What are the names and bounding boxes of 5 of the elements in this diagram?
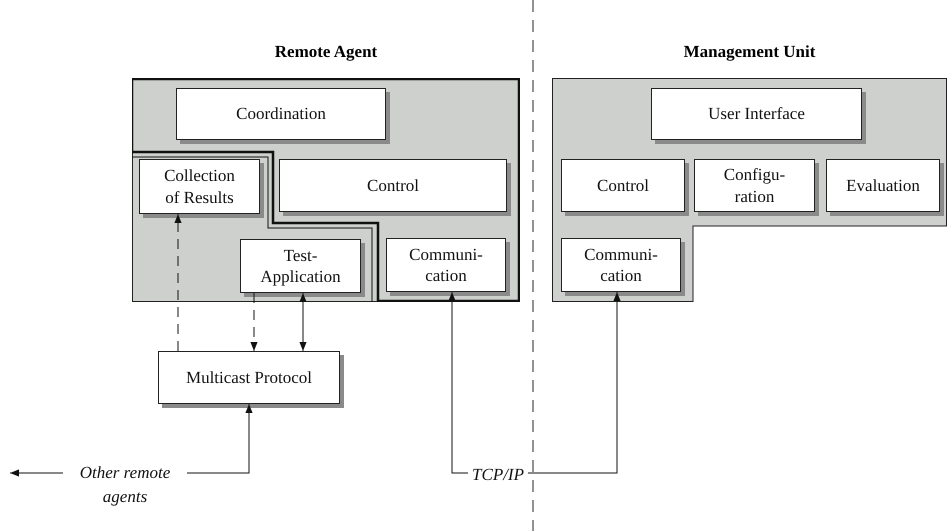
connector-arrow [174, 214, 182, 352]
panel-heading: Management Unit [682, 41, 816, 62]
connector-arrow [250, 292, 258, 352]
panel-heading: Remote Agent [274, 41, 378, 62]
connector-arrow [299, 292, 307, 352]
